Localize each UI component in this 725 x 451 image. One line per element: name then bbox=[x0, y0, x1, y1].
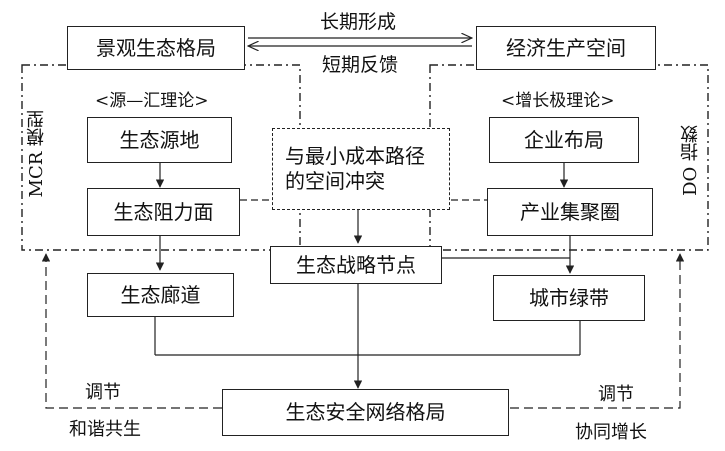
do-index-label: DO 指数 bbox=[680, 125, 701, 196]
landscape-pattern-box: 景观生态格局 bbox=[67, 26, 245, 70]
ecological-corridor-box: 生态廊道 bbox=[87, 273, 234, 317]
source-sink-theory-header: <源—汇理论> bbox=[95, 91, 209, 111]
short-term-label: 短期反馈 bbox=[322, 54, 399, 76]
urban-greenbelt-box: 城市绿带 bbox=[493, 275, 645, 321]
industrial-cluster-box: 产业集聚圈 bbox=[487, 188, 653, 236]
ecological-source-box: 生态源地 bbox=[87, 117, 232, 163]
ecological-resistance-box: 生态阻力面 bbox=[87, 188, 240, 236]
security-network-box: 生态安全网络格局 bbox=[222, 389, 509, 436]
left-adjust-label: 调节 bbox=[85, 382, 121, 403]
right-adjust-label: 调节 bbox=[598, 384, 634, 405]
enterprise-layout-box: 企业布局 bbox=[489, 117, 639, 163]
economic-space-box: 经济生产空间 bbox=[476, 26, 656, 70]
left-feedback-loop bbox=[41, 253, 222, 409]
spatial-conflict-box: 与最小成本路径 的空间冲突 bbox=[272, 128, 450, 210]
long-term-label: 长期形成 bbox=[320, 11, 397, 33]
growth-pole-theory-header: <增长极理论> bbox=[501, 91, 615, 111]
right-feedback-loop bbox=[510, 253, 685, 409]
synergy-growth-label: 协同增长 bbox=[575, 422, 647, 443]
mcr-model-label: MCR 模型 bbox=[26, 110, 47, 198]
harmony-label: 和谐共生 bbox=[69, 419, 141, 440]
strategic-node-box: 生态战略节点 bbox=[270, 246, 442, 284]
